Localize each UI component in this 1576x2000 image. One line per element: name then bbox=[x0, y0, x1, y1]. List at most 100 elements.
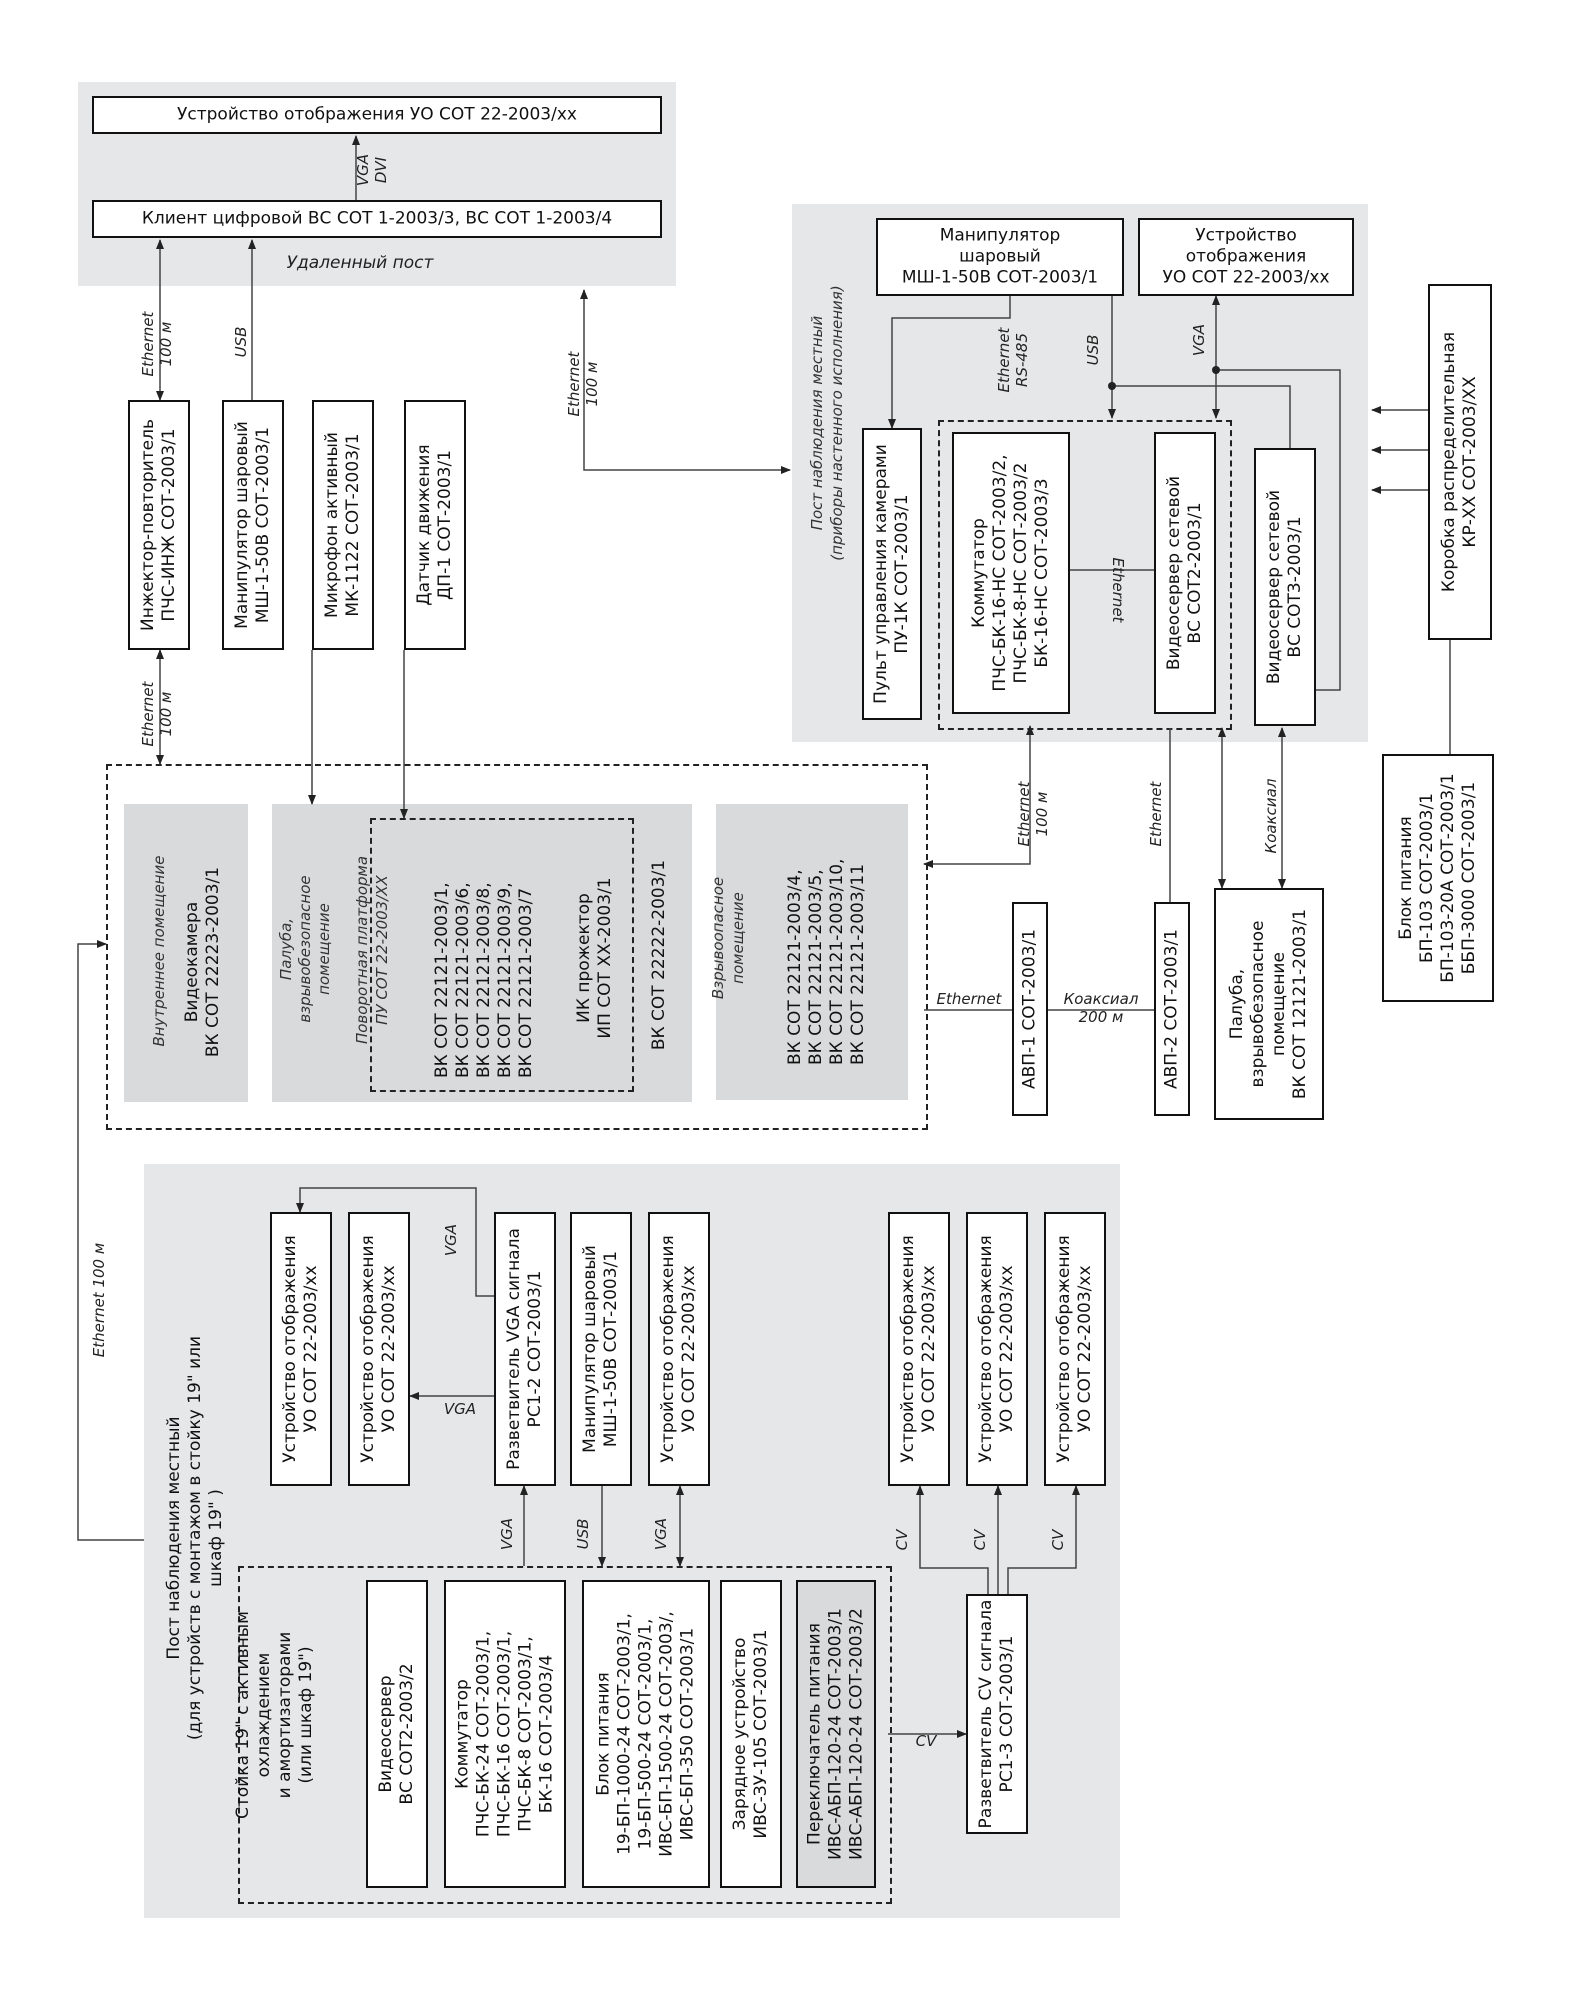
charger-label: Зарядное устройство ИВС-ЗУ-105 СОТ-2003/… bbox=[730, 1629, 771, 1839]
wall-inner-ethernet-label: Ethernet bbox=[1109, 557, 1127, 623]
deck-zone bbox=[272, 804, 692, 1102]
vga-splitter-box: Разветвитель VGA сигнала РС1-2 СОТ-2003/… bbox=[494, 1212, 556, 1486]
videoserver3-label: Видеосервер сетевой ВС СОТ3-2003/1 bbox=[1264, 489, 1305, 685]
microphone-label: Микрофон активный МК-1122 СОТ-2003/1 bbox=[322, 432, 363, 618]
wall-vga-label: VGA bbox=[1190, 323, 1208, 357]
rack-post-caption: Пост наблюдения местный (для устройств с… bbox=[164, 1335, 226, 1741]
remote-local-link-label: Ethernet 100 м bbox=[565, 351, 601, 417]
avp-ethernet-label: Ethernet bbox=[936, 990, 1002, 1008]
rack-display6-label: Устройство отображения УО СОТ 22-2003/хх bbox=[1054, 1235, 1095, 1463]
explosion-caption: Взрывоопасное помещение bbox=[709, 876, 747, 1000]
cv-splitter-label: Разветвитель CV сигнала РС1-3 СОТ-2003/1 bbox=[976, 1599, 1017, 1829]
wall-ethernet-rs485-label: Ethernet RS-485 bbox=[995, 327, 1031, 393]
rack-switch-label: Коммутатор ПЧС-БК-24 СОТ-2003/1, ПЧС-БК-… bbox=[452, 1630, 557, 1838]
indoor-zone bbox=[124, 804, 248, 1102]
rack-vga-display-label: VGA bbox=[652, 1517, 670, 1551]
explosion-zone bbox=[716, 804, 908, 1100]
ir-projector-label: ИК прожектор ИП СОТ ХХ-2003/1 bbox=[574, 877, 615, 1039]
injector-box: Инжектор-повторитель ПЧС-ИНЖ СОТ-2003/1 bbox=[128, 400, 190, 650]
rack-caption: Стойка 19" с активным охлаждением и амор… bbox=[233, 1611, 316, 1819]
indoor-caption: Внутреннее помещение bbox=[150, 855, 168, 1047]
rack-display4-box: Устройство отображения УО СОТ 22-2003/хх bbox=[888, 1212, 950, 1486]
avp1-box: АВП-1 СОТ-2003/1 bbox=[1012, 902, 1048, 1116]
distribution-box: Коробка распределительная КР-ХХ СОТ-2003… bbox=[1428, 284, 1492, 640]
rack-display1-label: Устройство отображения УО СОТ 22-2003/хх bbox=[280, 1235, 321, 1463]
rack-vga-top-label: VGA bbox=[442, 1223, 460, 1257]
rack-display5-box: Устройство отображения УО СОТ 22-2003/хх bbox=[966, 1212, 1028, 1486]
rack-vga-rack-label: VGA bbox=[498, 1517, 516, 1551]
manipulator-left-box: Манипулятор шаровый МШ-1-50В СОТ-2003/1 bbox=[222, 400, 284, 650]
avp2-label: АВП-2 СОТ-2003/1 bbox=[1161, 929, 1182, 1090]
rack-videoserver-label: Видеосервер ВС СОТ2-2003/2 bbox=[376, 1663, 417, 1805]
wall-switch-box: Коммутатор ПЧС-БК-16-НС СОТ-2003/2, ПЧС-… bbox=[952, 432, 1070, 714]
motion-sensor-label: Датчик движения ДП-1 СОТ-2003/1 bbox=[414, 444, 455, 606]
remote-vga-dvi-label: VGA DVI bbox=[354, 153, 390, 187]
remote-post-caption: Удаленный пост bbox=[286, 253, 434, 273]
power-switch-box: Переключатель питания ИВС-АБП-120-24 СОТ… bbox=[796, 1580, 876, 1888]
remote-client-box: Клиент цифровой ВС СОТ 1-2003/3, ВС СОТ … bbox=[92, 200, 662, 238]
rack-cv3-label: CV bbox=[1049, 1529, 1067, 1551]
left-usb-label: USB bbox=[232, 326, 250, 358]
avp-coax-label: Коаксиал 200 м bbox=[1063, 990, 1139, 1026]
power-unit-box: Блок питания БП-103 СОТ-2003/1 БП-103-20… bbox=[1382, 754, 1494, 1002]
indoor-camera-label: Видеокамера ВК СОТ 22223-2003/1 bbox=[182, 866, 223, 1058]
rack-display4-label: Устройство отображения УО СОТ 22-2003/хх bbox=[898, 1235, 939, 1463]
injector-label: Инжектор-повторитель ПЧС-ИНЖ СОТ-2003/1 bbox=[138, 418, 179, 632]
videoserver2-box: Видеосервер сетевой ВС СОТ2-2003/1 bbox=[1154, 432, 1216, 714]
rack-display2-box: Устройство отображения УО СОТ 22-2003/хх bbox=[348, 1212, 410, 1486]
rack-vga-left-label: VGA bbox=[443, 1400, 477, 1418]
rack-power-label: Блок питания 19-БП-1000-24 СОТ-2003/1, 1… bbox=[593, 1611, 698, 1857]
avp2-ethernet-label: Ethernet bbox=[1147, 781, 1165, 847]
rack-cv1-label: CV bbox=[893, 1529, 911, 1551]
rack-videoserver-box: Видеосервер ВС СОТ2-2003/2 bbox=[366, 1580, 428, 1888]
wall-post-caption: Пост наблюдения местный (приборы настенн… bbox=[808, 285, 846, 561]
distribution-box-label: Коробка распределительная КР-ХХ СОТ-2003… bbox=[1439, 331, 1480, 593]
left-ethernet-label: Ethernet 100 м bbox=[90, 1242, 108, 1358]
platform-cameras-label: ВК СОТ 22121-2003/1, ВК СОТ 22121-2003/6… bbox=[432, 882, 536, 1078]
wall-manipulator-label: Манипулятор шаровый МШ-1-50В СОТ-2003/1 bbox=[901, 225, 1099, 288]
charger-box: Зарядное устройство ИВС-ЗУ-105 СОТ-2003/… bbox=[720, 1580, 782, 1888]
remote-display-label: Устройство отображения УО СОТ 22-2003/хх bbox=[177, 104, 577, 125]
explosion-cameras-label: ВК СОТ 22121-2003/4, ВК СОТ 22121-2003/5… bbox=[785, 858, 868, 1065]
wall-usb-label: USB bbox=[1084, 334, 1102, 366]
control-panel-label: Пульт управления камерами ПУ-1К СОТ-2003… bbox=[871, 444, 912, 704]
rack-display3-box: Устройство отображения УО СОТ 22-2003/хх bbox=[648, 1212, 710, 1486]
rack-cv-label: CV bbox=[915, 1732, 937, 1750]
rack-display3-label: Устройство отображения УО СОТ 22-2003/хх bbox=[658, 1235, 699, 1463]
deck-camera-label: ВК СОТ 22222-2003/1 bbox=[649, 859, 669, 1051]
rack-display5-label: Устройство отображения УО СОТ 22-2003/хх bbox=[976, 1235, 1017, 1463]
rack-region bbox=[238, 1566, 892, 1904]
wall-display-label: Устройство отображения УО СОТ 22-2003/хх bbox=[1162, 225, 1330, 288]
power-unit-label: Блок питания БП-103 СОТ-2003/1 БП-103-20… bbox=[1396, 773, 1479, 983]
manipulator-left-label: Манипулятор шаровый МШ-1-50В СОТ-2003/1 bbox=[232, 421, 273, 629]
deck-camera-right-label: Палуба, взрывобезопасное помещение ВК СО… bbox=[1227, 908, 1310, 1100]
rack-display1-box: Устройство отображения УО СОТ 22-2003/хх bbox=[270, 1212, 332, 1486]
microphone-box: Микрофон активный МК-1122 СОТ-2003/1 bbox=[312, 400, 374, 650]
wire-remote-wall bbox=[580, 289, 791, 474]
videoserver3-box: Видеосервер сетевой ВС СОТ3-2003/1 bbox=[1254, 448, 1316, 726]
control-panel-box: Пульт управления камерами ПУ-1К СОТ-2003… bbox=[862, 428, 922, 720]
platform-region bbox=[370, 818, 634, 1092]
rack-power-box: Блок питания 19-БП-1000-24 СОТ-2003/1, 1… bbox=[582, 1580, 710, 1888]
cv-splitter-box: Разветвитель CV сигнала РС1-3 СОТ-2003/1 bbox=[966, 1594, 1028, 1834]
wall-display-box: Устройство отображения УО СОТ 22-2003/хх bbox=[1138, 218, 1354, 296]
rack-usb-label: USB bbox=[574, 1518, 592, 1550]
deck-caption: Палуба, взрывобезопасное помещение bbox=[277, 875, 333, 1023]
vga-splitter-label: Разветвитель VGA сигнала РС1-2 СОТ-2003/… bbox=[504, 1228, 545, 1470]
platform-caption: Поворотная платформа ПУ СОТ 22-2003/ХХ bbox=[353, 855, 391, 1045]
avp2-box: АВП-2 СОТ-2003/1 bbox=[1154, 902, 1190, 1116]
rack-switch-box: Коммутатор ПЧС-БК-24 СОТ-2003/1, ПЧС-БК-… bbox=[444, 1580, 566, 1888]
coax-label: Коаксиал bbox=[1262, 778, 1280, 854]
rack-display2-label: Устройство отображения УО СОТ 22-2003/хх bbox=[358, 1235, 399, 1463]
injector-top-link-label: Ethernet 100 м bbox=[139, 311, 175, 377]
remote-client-label: Клиент цифровой ВС СОТ 1-2003/3, ВС СОТ … bbox=[141, 208, 613, 229]
rack-cv2-label: CV bbox=[971, 1529, 989, 1551]
videoserver2-label: Видеосервер сетевой ВС СОТ2-2003/1 bbox=[1164, 475, 1205, 671]
power-switch-label: Переключатель питания ИВС-АБП-120-24 СОТ… bbox=[804, 1608, 867, 1860]
cam-ethernet-100-label: Ethernet 100 м bbox=[1015, 781, 1051, 847]
injector-bottom-link-label: Ethernet 100 м bbox=[139, 681, 175, 747]
wall-manipulator-box: Манипулятор шаровый МШ-1-50В СОТ-2003/1 bbox=[876, 218, 1124, 296]
wall-switch-label: Коммутатор ПЧС-БК-16-НС СОТ-2003/2, ПЧС-… bbox=[969, 454, 1052, 692]
remote-display-box: Устройство отображения УО СОТ 22-2003/хх bbox=[92, 96, 662, 134]
